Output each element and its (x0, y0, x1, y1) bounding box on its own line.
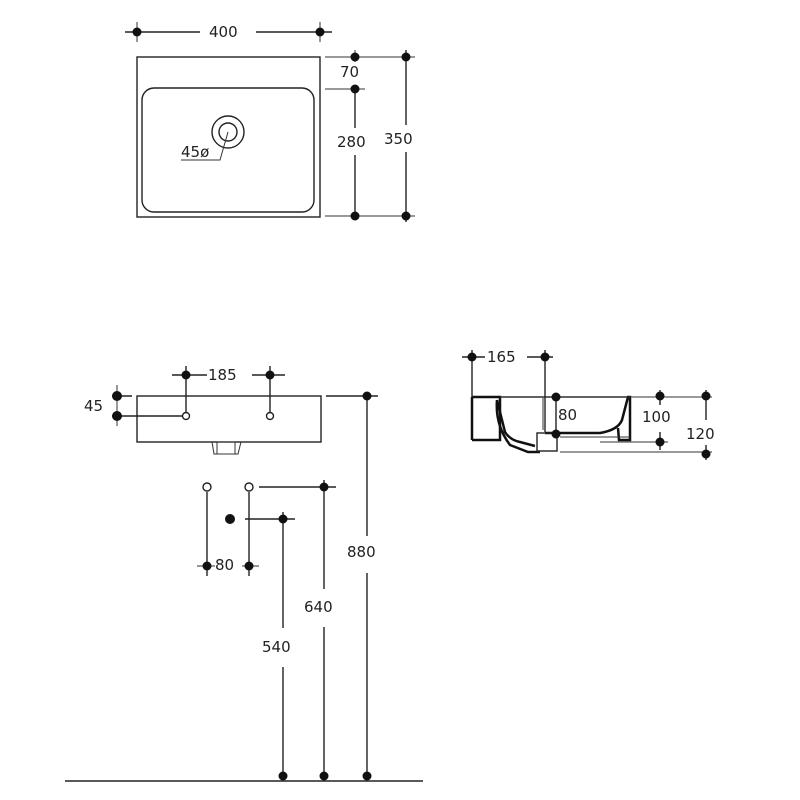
tap-hole-icon (265, 411, 275, 421)
rim-dimension-label: 70 (340, 63, 359, 81)
drain-leader (181, 131, 229, 161)
bowl-outline (141, 87, 315, 213)
drain-inner-icon (218, 122, 238, 142)
depth-dimension-label: 350 (384, 130, 413, 148)
dimension-dot-icon (315, 27, 325, 37)
drain-diameter-label: 45ø (181, 143, 209, 161)
top-view: 45ø 400 70 280 350 (125, 22, 415, 222)
tap-hole-icon (181, 411, 191, 421)
waste-connection-icon (225, 514, 235, 524)
side-view: 165 80 100 120 (462, 348, 715, 460)
drain-outer-icon (211, 115, 245, 149)
front-view: 185 45 880 80 640 54 (65, 366, 423, 782)
supply-inlet-icon (244, 482, 254, 492)
supply-inlet-icon (202, 482, 212, 492)
drain-offset-label: 165 (487, 348, 516, 366)
basin-front-outline (136, 395, 322, 443)
tap-offset-label: 45 (84, 397, 103, 415)
bowl-depth-side-label: 80 (558, 406, 577, 424)
basin-outline (136, 56, 321, 218)
rim-height-label: 880 (347, 543, 376, 561)
supply-spacing-label: 80 (215, 556, 234, 574)
overall-height-label: 120 (686, 425, 715, 443)
bowl-depth-dimension-label: 280 (337, 133, 366, 151)
dimension-dot-icon (132, 27, 142, 37)
supply-height-label: 640 (304, 598, 333, 616)
basin-height-label: 100 (642, 408, 671, 426)
waste-height-label: 540 (262, 638, 291, 656)
waste-outlet (211, 441, 242, 455)
tap-spacing-label: 185 (208, 366, 237, 384)
width-dimension-label: 400 (209, 23, 238, 41)
